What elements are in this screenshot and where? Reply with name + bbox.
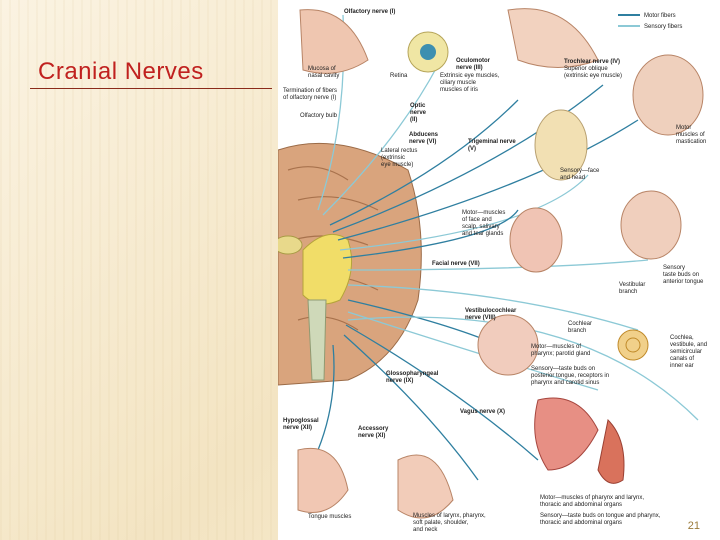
label-motor-scalp-4: and tear glands: [462, 231, 503, 237]
label-abducens-5: eye muscle): [381, 162, 413, 168]
brain-illustration: [278, 142, 422, 386]
label-vagus-s2: thoracic and abdominal organs: [540, 520, 622, 526]
label-trigeminal-1: Trigeminal nerve: [468, 139, 516, 145]
slide-title: Cranial Nerves: [38, 58, 204, 85]
label-accessory-1: Accessory: [358, 426, 389, 432]
label-motor-scalp-2: of face and: [462, 217, 492, 223]
label-larynx-1: Muscles of larynx, pharynx,: [413, 513, 486, 519]
label-oculomotor-2: nerve (III): [456, 65, 483, 71]
label-cochlea-4: canals of: [670, 356, 694, 362]
label-mastication-3: mastication: [676, 139, 706, 145]
label-hypoglossal-1: Hypoglossal: [283, 418, 319, 424]
label-vagus-m2: thoracic and abdominal organs: [540, 502, 622, 508]
label-mucosa-1: Mucosa of: [308, 66, 336, 72]
label-optic-2: nerve: [410, 110, 427, 116]
label-vagus: Vagus nerve (X): [460, 409, 505, 415]
label-cochlea-5: inner ear: [670, 363, 694, 369]
legend-sensory: Sensory fibers: [644, 24, 682, 30]
label-trigeminal-2: (V): [468, 146, 476, 152]
label-glosso-1: Glossopharyngeal: [386, 371, 439, 377]
label-mastication-2: muscles of: [676, 132, 705, 138]
label-oculomotor-5: muscles of iris: [440, 87, 478, 93]
label-sensory-taste-2: taste buds on: [663, 272, 699, 278]
organ-illustrations: [297, 8, 704, 519]
label-motor-pharynx-1: Motor—muscles of: [531, 344, 581, 350]
label-mastication-1: Motor: [676, 125, 691, 131]
label-olfactory: Olfactory nerve (I): [344, 9, 395, 15]
label-optic-1: Optic: [410, 103, 426, 109]
label-abducens-4: (extrinsic: [381, 155, 405, 161]
label-sensory-face-1: Sensory—face: [560, 168, 600, 174]
label-glosso-s3: pharynx and carotid sinus: [531, 380, 599, 386]
label-cochlea-2: vestibule, and: [670, 342, 707, 348]
label-larynx-2: soft palate, shoulder,: [413, 520, 469, 526]
label-retina: Retina: [390, 73, 408, 79]
label-glosso-s2: posterior tongue, receptors in: [531, 373, 609, 379]
label-vestibular-1: Vestibular: [619, 282, 645, 288]
label-motor-pharynx-2: pharynx; parotid gland: [531, 351, 590, 357]
nerve-labels: Olfactory nerve (I) Mucosa of nasal cavi…: [283, 9, 707, 533]
cranial-nerves-diagram: Motor fibers Sensory fibers: [278, 0, 720, 540]
legend-motor: Motor fibers: [644, 13, 676, 19]
label-motor-scalp-1: Motor—muscles: [462, 210, 505, 216]
label-abducens-1: Abducens: [409, 132, 439, 138]
label-sensory-taste-3: anterior tongue: [663, 279, 704, 285]
label-vestibulocochlear-1: Vestibulocochlear: [465, 308, 517, 314]
label-vagus-s1: Sensory—taste buds on tongue and pharynx…: [540, 513, 661, 519]
label-sensory-taste-1: Sensory: [663, 265, 685, 271]
diagram-svg: Motor fibers Sensory fibers: [278, 8, 707, 533]
label-olfactory-bulb: Olfactory bulb: [300, 113, 338, 119]
label-cochlea-1: Cochlea,: [670, 335, 694, 341]
label-vestibulocochlear-2: nerve (VIII): [465, 315, 496, 321]
label-vagus-m1: Motor—muscles of pharynx and larynx,: [540, 495, 644, 501]
label-hypoglossal-2: nerve (XII): [283, 425, 312, 431]
page-number: 21: [687, 520, 700, 532]
label-trochlear-2: Superior oblique: [564, 66, 608, 72]
label-oculomotor-1: Oculomotor: [456, 58, 491, 64]
label-tongue: Tongue muscles: [308, 514, 351, 520]
label-abducens-2: nerve (VI): [409, 139, 436, 145]
fiber-legend: Motor fibers Sensory fibers: [618, 13, 682, 30]
title-underline: [30, 88, 272, 89]
label-larynx-3: and neck: [413, 527, 438, 533]
label-trochlear-3: (extrinsic eye muscle): [564, 73, 622, 79]
label-glosso-s1: Sensory—taste buds on: [531, 366, 595, 372]
label-mucosa-2: nasal cavity: [308, 73, 339, 79]
label-motor-scalp-3: scalp, salivary: [462, 224, 500, 230]
label-glosso-2: nerve (IX): [386, 378, 413, 384]
label-trochlear-1: Trochlear nerve (IV): [564, 59, 620, 65]
label-cochlea-3: semicircular: [670, 349, 702, 355]
label-sensory-face-2: and head: [560, 175, 585, 181]
label-oculomotor-4: ciliary muscle: [440, 80, 477, 86]
label-vestibular-2: branch: [619, 289, 637, 295]
label-cochlear-2: branch: [568, 328, 586, 334]
label-abducens-3: Lateral rectus: [381, 148, 417, 154]
label-termination-2: of olfactory nerve (I): [283, 95, 336, 101]
label-oculomotor-3: Extrinsic eye muscles,: [440, 73, 500, 79]
label-cochlear-1: Cochlear: [568, 321, 592, 327]
label-accessory-2: nerve (XI): [358, 433, 385, 439]
label-optic-3: (II): [410, 117, 417, 123]
label-termination-1: Termination of fibers: [283, 88, 337, 94]
label-facial: Facial nerve (VII): [432, 261, 480, 267]
